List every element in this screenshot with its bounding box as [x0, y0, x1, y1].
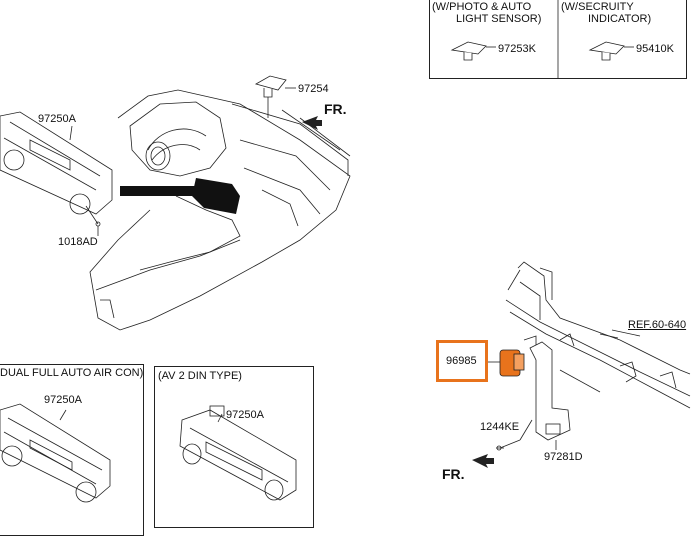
- variant-1-line1: (W/PHOTO & AUTO: [432, 1, 532, 13]
- fr-arrow-icon: [302, 116, 322, 130]
- screw-1244ke-label: 1244KE: [480, 421, 520, 433]
- option-dual-caption: DUAL FULL AUTO AIR CON): [0, 367, 144, 379]
- variant-2-part: 95410K: [636, 43, 674, 55]
- frame-assembly-drawing: [496, 261, 691, 451]
- bracket-part-label: 97281D: [544, 451, 583, 463]
- option-dual-box: [0, 364, 144, 536]
- fr-label: FR.: [324, 101, 347, 117]
- sensor-97254-icon: [254, 75, 296, 118]
- option-av-drawing: [179, 405, 297, 501]
- option-dual-drawing: [0, 403, 111, 503]
- option-av-part: 97250A: [226, 409, 264, 421]
- variant-table: [429, 0, 687, 79]
- variant-1-line2: LIGHT SENSOR): [456, 13, 542, 25]
- option-av-box: [154, 366, 314, 528]
- option-dual-part: 97250A: [44, 394, 82, 406]
- highlight-box: [436, 340, 488, 382]
- sensor-part-label: 97254: [298, 83, 329, 95]
- dashboard-drawing: [89, 89, 351, 331]
- variant-1-part: 97253K: [498, 43, 536, 55]
- sensor-95410k-icon: [588, 41, 634, 61]
- variant-2-line2: INDICATOR): [588, 13, 652, 25]
- option-av-caption: (AV 2 DIN TYPE): [158, 370, 242, 382]
- screw-part-label: 1018AD: [58, 236, 98, 248]
- sensor-96985-icon: [486, 349, 525, 377]
- highlighted-part-label: 96985: [446, 355, 477, 367]
- controller-97250a-drawing: [0, 111, 113, 236]
- fr-arrow-bottom-icon: [472, 454, 494, 468]
- reference-label: REF.60-640: [628, 319, 687, 331]
- fr-bottom-label: FR.: [442, 466, 465, 482]
- sensor-97253k-icon: [450, 41, 496, 61]
- variant-2-line1: (W/SECRUITY: [561, 1, 634, 13]
- controller-part-label: 97250A: [38, 113, 76, 125]
